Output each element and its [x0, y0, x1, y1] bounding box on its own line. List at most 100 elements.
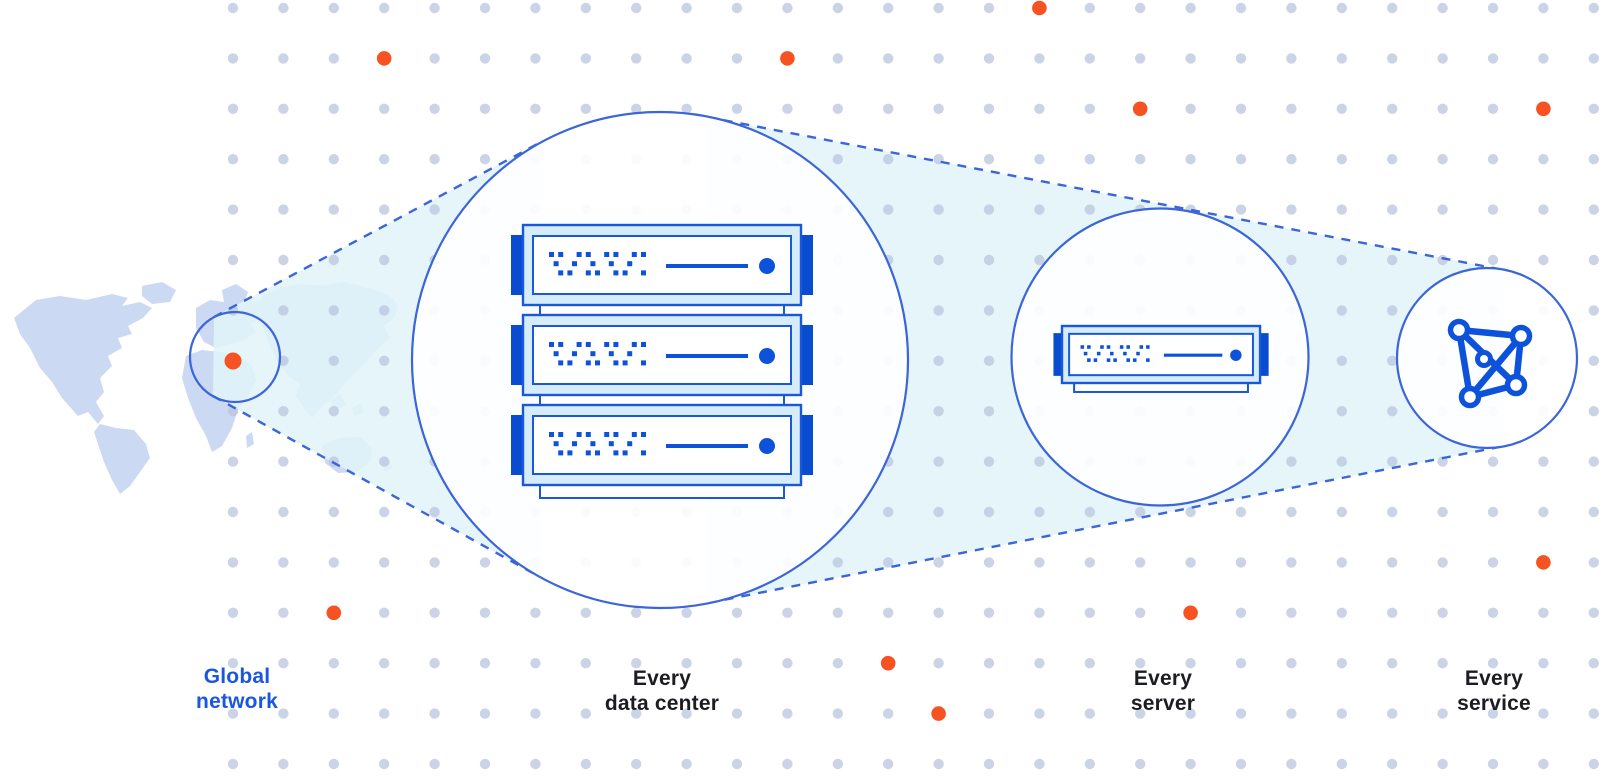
grid-dot	[479, 607, 491, 618]
grid-dot	[1437, 103, 1448, 115]
mesh-edge	[1466, 332, 1525, 401]
pixel-square	[549, 342, 554, 347]
grid-dot	[1135, 708, 1146, 719]
grid-dot	[1286, 758, 1297, 770]
pixel-square	[553, 261, 559, 267]
grid-dot	[1185, 708, 1196, 719]
grid-dot	[1437, 254, 1448, 266]
grid-dot	[1185, 658, 1196, 669]
pixel-square	[585, 342, 591, 347]
pixel-square	[549, 252, 554, 257]
grid-dot	[278, 758, 289, 770]
magnifier-dash-lines	[212, 115, 1505, 605]
grid-dot	[429, 658, 440, 669]
pixel-square	[572, 441, 577, 447]
server-led-dot	[759, 258, 775, 274]
grid-dot	[983, 607, 995, 618]
pixel-square	[595, 270, 600, 276]
grid-dot	[580, 607, 591, 618]
grid-dot	[1387, 355, 1398, 366]
pixel-square	[1080, 345, 1085, 349]
grid-dot	[530, 658, 541, 669]
grid-dot	[479, 53, 491, 64]
accent-dot	[1536, 555, 1551, 570]
grid-dot	[1538, 254, 1549, 266]
pixel-square	[1106, 358, 1111, 362]
grid-dot	[1185, 103, 1196, 115]
caption-every-data-center: Every data center	[605, 666, 719, 716]
server-tab-right	[801, 325, 813, 385]
grid-dot	[1387, 758, 1398, 770]
pixel-square	[585, 432, 591, 437]
accent-dot	[880, 655, 896, 671]
grid-dot	[1034, 456, 1045, 467]
pixel-square	[1083, 351, 1088, 356]
mesh-edge	[1455, 326, 1474, 401]
grid-dot	[278, 708, 289, 719]
grid-dot	[429, 103, 440, 115]
grid-dot	[1135, 658, 1146, 669]
grid-dot	[1588, 254, 1600, 266]
grid-dot	[1487, 557, 1499, 568]
grid-dot	[1235, 506, 1247, 518]
grid-dot	[1286, 204, 1297, 215]
grid-dot	[1487, 658, 1499, 669]
grid-dot	[1084, 658, 1096, 669]
grid-dot	[1336, 103, 1348, 115]
grid-dot	[278, 658, 289, 669]
grid-dot	[1588, 406, 1600, 417]
grid-dot	[278, 607, 289, 618]
grid-dot	[731, 708, 743, 719]
grid-dot	[631, 53, 642, 64]
grid-dot	[681, 658, 692, 669]
pixel-square	[1093, 358, 1098, 362]
grid-dot	[580, 53, 591, 64]
pixel-square	[558, 270, 564, 276]
pixel-square	[622, 270, 628, 276]
grid-dot	[983, 758, 995, 770]
pixel-square	[622, 360, 628, 366]
grid-dot	[1437, 708, 1448, 719]
grid-dot	[1286, 254, 1297, 266]
grid-dot	[933, 254, 944, 266]
grid-dot	[1336, 53, 1348, 64]
island-greenland	[142, 282, 176, 304]
grid-dot	[631, 658, 642, 669]
grid-dot	[1286, 2, 1297, 14]
accent-dot	[1132, 101, 1148, 117]
grid-dot	[1487, 506, 1499, 518]
grid-dot	[227, 758, 239, 770]
grid-dot	[580, 2, 591, 14]
server-led-dot	[759, 348, 775, 364]
grid-dot	[227, 456, 239, 467]
grid-dot	[530, 758, 541, 770]
grid-dot	[1437, 53, 1448, 64]
grid-dot	[1336, 456, 1348, 467]
grid-dot	[227, 658, 239, 669]
grid-dot	[681, 607, 692, 618]
grid-dot	[883, 758, 894, 770]
grid-dot	[278, 557, 289, 568]
grid-dot	[731, 103, 743, 115]
grid-dot	[1084, 103, 1096, 115]
pixel-square	[1119, 345, 1124, 349]
grid-dot	[983, 708, 995, 719]
grid-dot	[278, 103, 289, 115]
grid-dot	[782, 2, 793, 14]
grid-dot	[1588, 506, 1600, 518]
grid-dot	[1538, 456, 1549, 467]
grid-dot	[832, 103, 843, 115]
grid-dot	[1387, 53, 1398, 64]
grid-dot	[1538, 53, 1549, 64]
grid-dot	[278, 456, 289, 467]
grid-dot	[379, 758, 390, 770]
grid-dot	[278, 406, 289, 417]
grid-dot	[1235, 154, 1247, 165]
pixel-square	[572, 351, 577, 357]
dashed-line	[213, 139, 544, 319]
pixel-square	[549, 432, 554, 437]
grid-dot	[832, 607, 843, 618]
accent-dot	[376, 51, 392, 66]
grid-dot	[681, 2, 692, 14]
pixel-square	[631, 342, 637, 347]
